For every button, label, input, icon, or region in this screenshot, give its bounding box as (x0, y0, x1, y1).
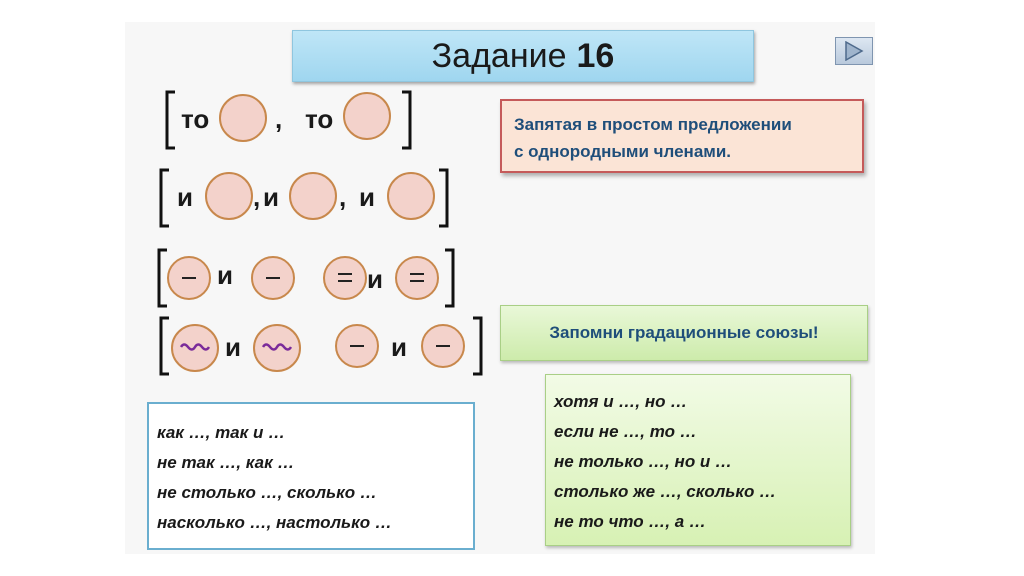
predicate-circle (421, 324, 465, 368)
conjunction-list-left: как …, так и … не так …, как … не стольк… (147, 402, 475, 550)
right-bracket (445, 248, 455, 308)
conjunction-list-right: хотя и …, но … если не …, то … не только… (545, 374, 851, 546)
member-circle (343, 92, 391, 140)
list-item: не только …, но и … (554, 452, 733, 471)
left-bracket (157, 248, 167, 308)
reminder-text: Запомни градационные союзы! (549, 323, 819, 342)
formula-word: и (177, 182, 193, 212)
predicate-circle (167, 256, 211, 300)
predicate-circle (335, 324, 379, 368)
slide: Задание 16 то , то и , и , и (125, 22, 875, 554)
left-bracket (159, 168, 169, 228)
modifier-circle (253, 324, 301, 372)
reminder-label: Запомни градационные союзы! (500, 305, 868, 361)
list-item: хотя и …, но … (554, 392, 688, 411)
list-item: не то что …, а … (554, 512, 706, 531)
formula-row-1: то , то (155, 90, 475, 150)
predicate-dash-icon (436, 345, 450, 347)
formula-word: и (225, 332, 241, 362)
list-item: как …, так и … (157, 423, 286, 442)
subject-double-dash-icon (338, 273, 352, 275)
formula-word: и (263, 182, 279, 212)
right-bracket (473, 316, 483, 376)
rule-box: Запятая в простом предложении с однородн… (500, 99, 864, 173)
comma: , (339, 182, 347, 212)
predicate-dash-icon (266, 277, 280, 279)
list-item: столько же …, сколько … (554, 482, 777, 501)
comma: , (275, 104, 283, 134)
formula-row-2: и , и , и (155, 168, 475, 228)
formula-word: и (391, 332, 407, 362)
right-bracket (402, 90, 412, 150)
formula-word: то (305, 104, 334, 134)
slide-title: Задание 16 (292, 30, 754, 82)
play-icon (845, 41, 864, 61)
formula-row-4: и и (155, 316, 483, 376)
formula-row-3: и и (155, 248, 475, 308)
predicate-circle (251, 256, 295, 300)
formula-word: то (181, 104, 210, 134)
right-bracket (439, 168, 449, 228)
member-circle (219, 94, 267, 142)
modifier-circle (171, 324, 219, 372)
left-bracket (165, 90, 175, 150)
formula-word: и (359, 182, 375, 212)
wavy-line-icon (262, 343, 292, 351)
formula-word: и (367, 264, 383, 294)
predicate-dash-icon (182, 277, 196, 279)
subject-circle (395, 256, 439, 300)
member-circle (289, 172, 337, 220)
wavy-line-icon (180, 343, 210, 351)
comma: , (253, 182, 261, 212)
next-slide-button[interactable] (835, 37, 873, 65)
member-circle (205, 172, 253, 220)
list-item: насколько …, настолько … (157, 513, 392, 532)
list-item: не так …, как … (157, 453, 295, 472)
list-item: не столько …, сколько … (157, 483, 377, 502)
member-circle (387, 172, 435, 220)
formula-word: и (217, 260, 233, 290)
left-bracket (159, 316, 169, 376)
rule-line-2: с однородными членами. (514, 142, 732, 161)
title-number: 16 (576, 36, 615, 75)
predicate-dash-icon (350, 345, 364, 347)
subject-circle (323, 256, 367, 300)
list-item: если не …, то … (554, 422, 697, 441)
subject-double-dash-icon (410, 273, 424, 275)
title-text: Задание (431, 36, 567, 75)
rule-line-1: Запятая в простом предложении (514, 115, 792, 134)
